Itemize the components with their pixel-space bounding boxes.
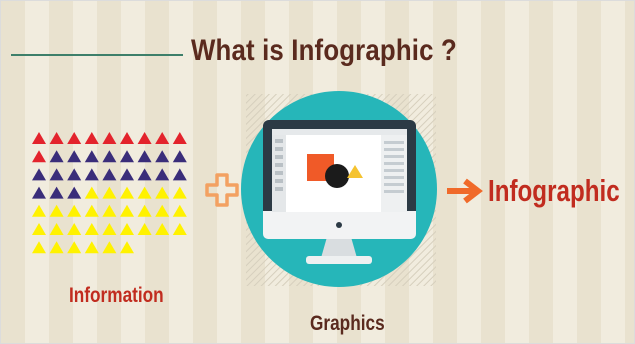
triangle-yellow xyxy=(137,204,152,217)
circle-shape-icon xyxy=(325,164,349,188)
triangle-yellow xyxy=(67,204,82,217)
triangle-shape-icon xyxy=(347,165,363,178)
triangle-yellow xyxy=(32,204,46,217)
triangle-navy xyxy=(49,168,64,181)
triangle-red xyxy=(155,132,170,144)
triangle-navy xyxy=(84,150,99,163)
triangle-navy xyxy=(49,150,64,163)
information-label: Information xyxy=(69,284,164,307)
triangle-yellow xyxy=(120,223,134,235)
triangle-navy xyxy=(102,168,117,181)
triangle-navy xyxy=(172,150,187,163)
triangle-yellow xyxy=(137,186,152,199)
triangle-navy xyxy=(172,168,187,181)
triangle-red xyxy=(67,132,82,144)
triangle-yellow xyxy=(102,223,117,235)
triangle-red xyxy=(172,132,187,144)
triangle-yellow xyxy=(172,204,187,217)
triangle-navy xyxy=(137,168,152,181)
triangle-yellow xyxy=(120,186,134,199)
triangle-yellow xyxy=(102,241,117,254)
information-triangle-grid xyxy=(32,132,187,254)
triangle-yellow xyxy=(49,241,64,254)
infographic-result-label: Infographic xyxy=(488,173,620,208)
triangle-navy xyxy=(155,168,170,181)
triangle-yellow xyxy=(32,241,46,254)
triangle-yellow xyxy=(49,204,64,217)
triangle-yellow xyxy=(67,223,82,235)
triangle-yellow xyxy=(84,223,99,235)
triangle-navy xyxy=(67,150,82,163)
triangle-red xyxy=(84,132,99,144)
triangle-yellow xyxy=(120,241,134,254)
triangle-navy xyxy=(102,150,117,163)
triangle-yellow xyxy=(120,204,134,217)
triangle-red xyxy=(32,150,46,163)
monitor-icon xyxy=(263,120,416,264)
triangle-red xyxy=(102,132,117,144)
triangle-red xyxy=(32,132,46,144)
triangle-yellow xyxy=(84,241,99,254)
plus-icon xyxy=(205,173,239,207)
triangle-yellow xyxy=(137,223,152,235)
arrow-right-icon xyxy=(447,178,483,204)
triangle-yellow xyxy=(67,241,82,254)
triangle-red xyxy=(120,132,134,144)
triangle-red xyxy=(137,132,152,144)
triangle-yellow xyxy=(84,204,99,217)
triangle-yellow xyxy=(172,223,187,235)
triangle-navy xyxy=(84,168,99,181)
triangle-yellow xyxy=(84,186,99,199)
triangle-navy xyxy=(32,186,46,199)
triangle-navy xyxy=(137,150,152,163)
triangle-navy xyxy=(120,168,134,181)
triangle-yellow xyxy=(155,223,170,235)
triangle-yellow xyxy=(49,223,64,235)
triangle-red xyxy=(49,132,64,144)
triangle-yellow xyxy=(102,186,117,199)
triangle-yellow xyxy=(32,223,46,235)
triangle-yellow xyxy=(172,186,187,199)
graphics-label: Graphics xyxy=(310,312,385,335)
triangle-navy xyxy=(49,186,64,199)
title-divider-line xyxy=(11,54,183,56)
triangle-yellow xyxy=(155,204,170,217)
triangle-navy xyxy=(155,150,170,163)
triangle-navy xyxy=(67,168,82,181)
triangle-navy xyxy=(32,168,46,181)
triangle-yellow xyxy=(102,204,117,217)
triangle-navy xyxy=(120,150,134,163)
triangle-navy xyxy=(67,186,82,199)
page-title: What is Infographic ? xyxy=(191,34,457,67)
triangle-yellow xyxy=(155,186,170,199)
